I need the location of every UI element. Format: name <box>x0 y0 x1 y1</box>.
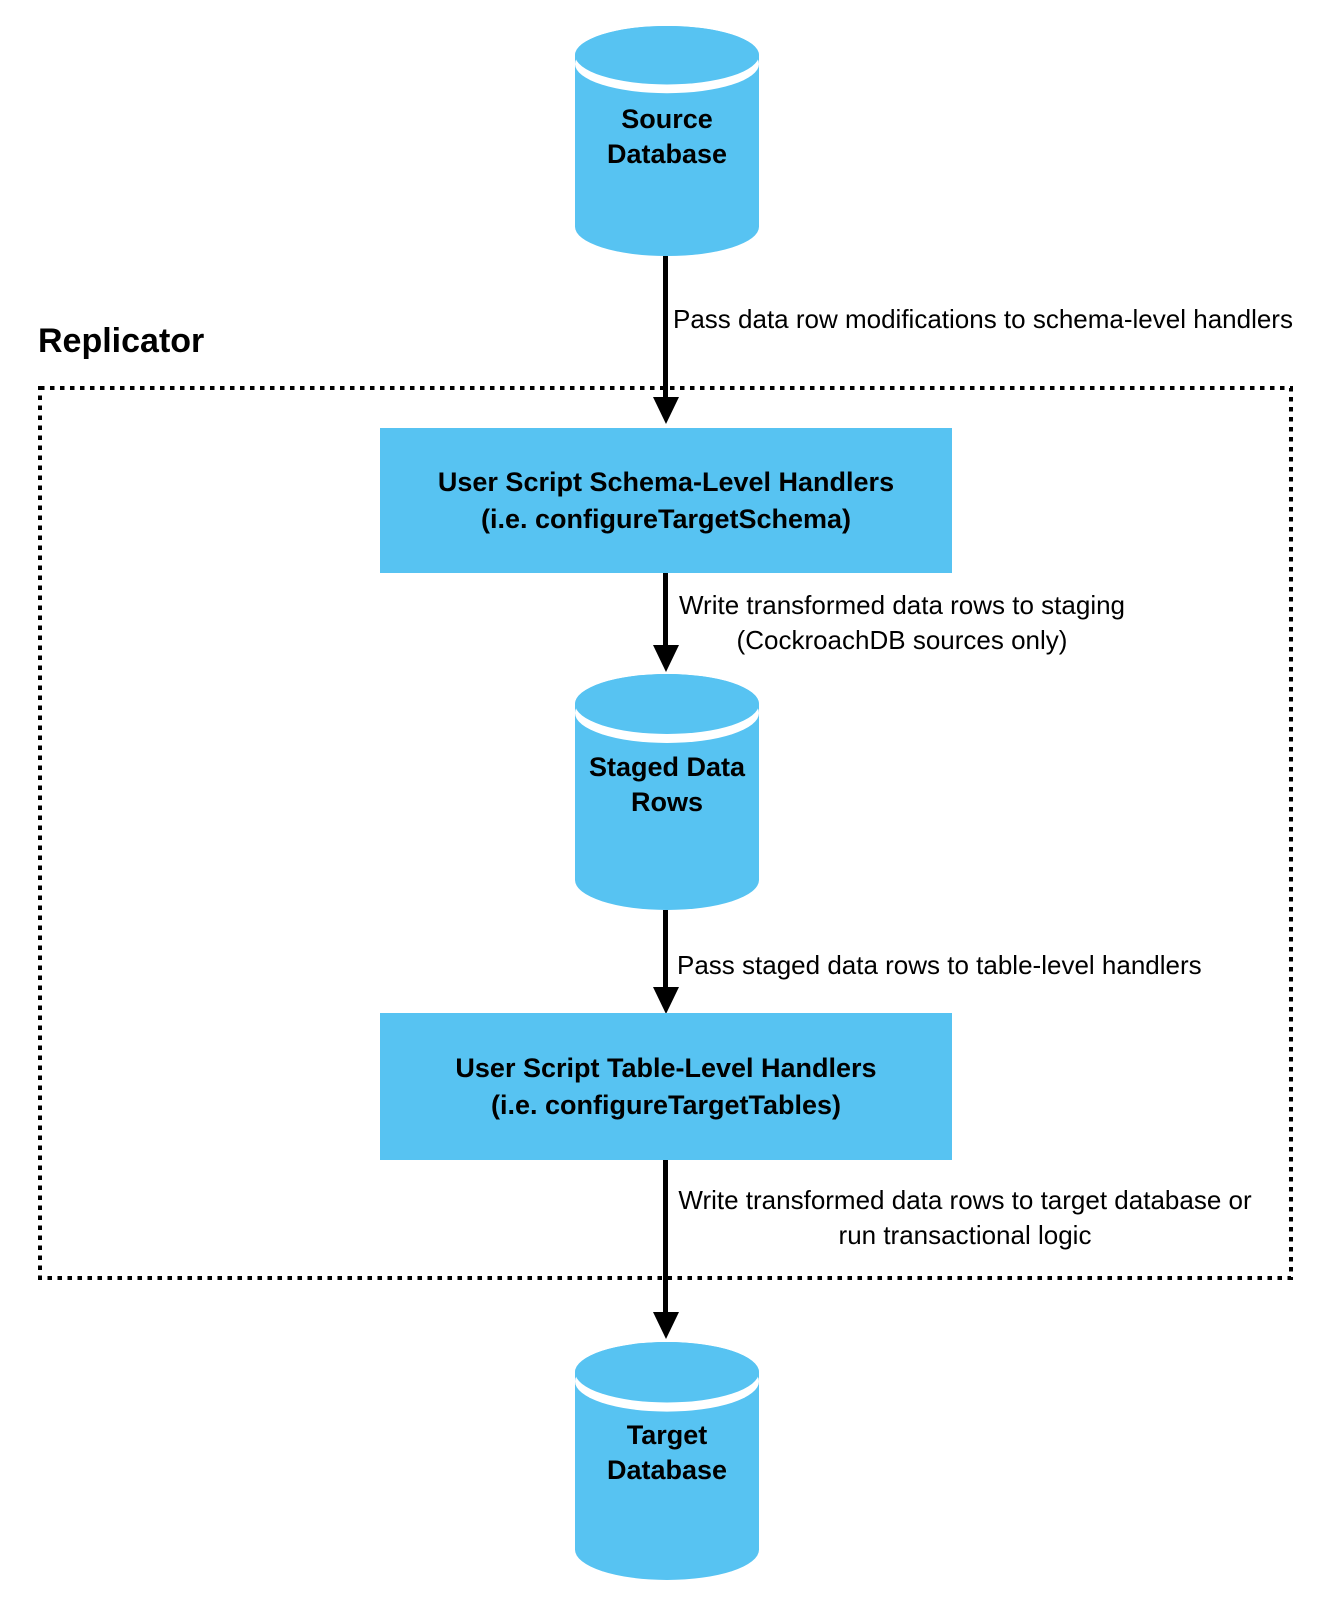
edge-label-text: run transactional logic <box>838 1220 1092 1250</box>
arrow-staging-to-table-shaft <box>663 910 668 987</box>
schema-handlers-label-line2: (i.e. configureTargetSchema) <box>480 503 852 534</box>
edge-label-text: Write transformed data rows to staging <box>678 590 1126 620</box>
arrow-schema-to-staging-shaft <box>663 573 668 645</box>
edge-label-source-to-schema: Pass data row modifications to schema-le… <box>673 302 1293 337</box>
arrow-table-to-target-shaft <box>663 1160 668 1312</box>
edge-label-staging-to-table: Pass staged data rows to table-level han… <box>677 948 1202 983</box>
database-cylinder-icon <box>575 674 759 910</box>
replicator-title: Replicator <box>38 322 205 360</box>
source-database-label: Source Database <box>571 102 763 172</box>
source-database-node: Source Database <box>571 24 763 258</box>
source-database-label-line2: Database <box>606 139 728 169</box>
staged-data-rows-label: Staged Data Rows <box>571 750 763 820</box>
schema-handlers-node: User Script Schema-Level Handlers (i.e. … <box>380 428 952 573</box>
arrow-source-to-schema-shaft <box>663 256 668 397</box>
database-cylinder-icon <box>575 25 759 257</box>
edge-label-text: Write transformed data rows to target da… <box>678 1185 1252 1215</box>
edge-label-text: Pass staged data rows to table-level han… <box>677 950 1202 980</box>
target-database-label-line1: Target <box>626 1420 708 1450</box>
arrow-source-to-schema-head <box>653 397 679 424</box>
edge-label-text: Pass data row modifications to schema-le… <box>673 304 1293 334</box>
staged-data-rows-label-line1: Staged Data <box>588 752 746 782</box>
staged-data-rows-node: Staged Data Rows <box>571 672 763 912</box>
table-handlers-label-line2: (i.e. configureTargetTables) <box>490 1089 842 1120</box>
arrow-schema-to-staging-head <box>653 645 679 672</box>
arrow-staging-to-table-head <box>653 987 679 1014</box>
edge-label-text: (CockroachDB sources only) <box>736 625 1068 655</box>
table-handlers-label-line1: User Script Table-Level Handlers <box>455 1052 877 1083</box>
target-database-label: Target Database <box>571 1418 763 1488</box>
edge-label-table-to-target: Write transformed data rows to target da… <box>645 1183 1285 1253</box>
schema-handlers-label-line1: User Script Schema-Level Handlers <box>437 466 895 497</box>
source-database-label-line1: Source <box>621 104 713 134</box>
target-database-node: Target Database <box>571 1340 763 1582</box>
database-cylinder-icon <box>575 1342 759 1580</box>
target-database-label-line2: Database <box>606 1455 728 1485</box>
staged-data-rows-label-line2: Rows <box>630 787 703 817</box>
table-handlers-node: User Script Table-Level Handlers (i.e. c… <box>380 1013 952 1160</box>
edge-label-schema-to-staging: Write transformed data rows to staging (… <box>652 588 1152 658</box>
arrow-table-to-target-head <box>653 1312 679 1339</box>
